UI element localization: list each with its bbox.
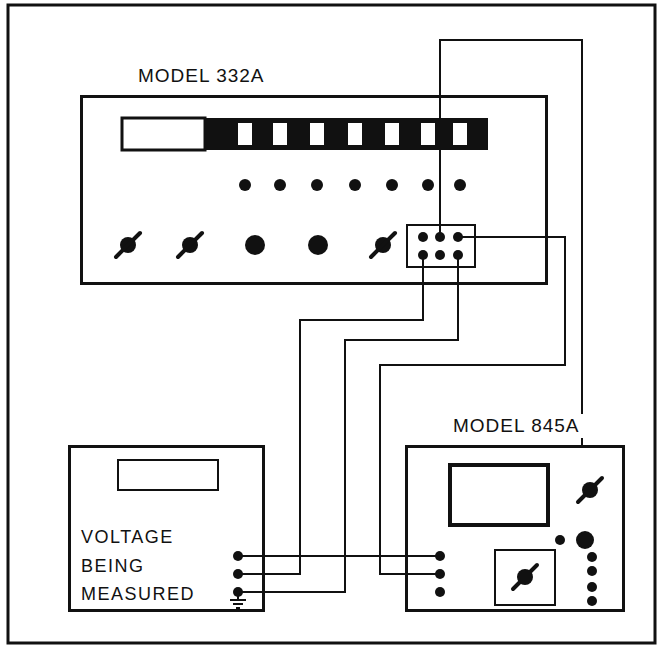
frame — [8, 5, 655, 643]
wire — [440, 40, 582, 445]
wire — [238, 555, 440, 557]
model-label: MODEL 845A — [450, 414, 583, 438]
source-label: VOLTAGE BEING MEASURED — [81, 523, 193, 609]
instrument-box: MODEL 332A — [80, 95, 548, 285]
model-label: MODEL 332A — [135, 64, 268, 88]
source-box: VOLTAGE BEING MEASURED — [68, 445, 265, 612]
wire — [238, 255, 423, 574]
panel-845a — [435, 465, 602, 606]
wire — [238, 255, 458, 592]
instrument-box: MODEL 845A — [405, 445, 625, 612]
panel-332a — [116, 118, 488, 267]
